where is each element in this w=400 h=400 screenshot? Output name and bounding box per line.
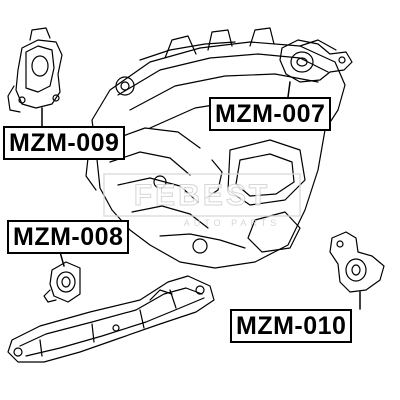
crossmember	[7, 275, 215, 363]
label-mzm-010: MZM-010	[230, 309, 353, 343]
watermark-brand: FEBEST	[134, 179, 270, 212]
watermark-subtitle: AUTO PARTS	[184, 218, 281, 228]
label-mzm-008: MZM-008	[7, 220, 130, 254]
label-mzm-009: MZM-009	[3, 126, 126, 160]
mount-mzm-009	[7, 27, 63, 127]
mount-mzm-008	[43, 251, 81, 303]
mount-mzm-010	[329, 231, 385, 310]
label-mzm-007: MZM-007	[209, 97, 332, 131]
watermark: FEBEST AUTO PARTS	[103, 173, 301, 228]
mount-mzm-007	[279, 39, 353, 98]
